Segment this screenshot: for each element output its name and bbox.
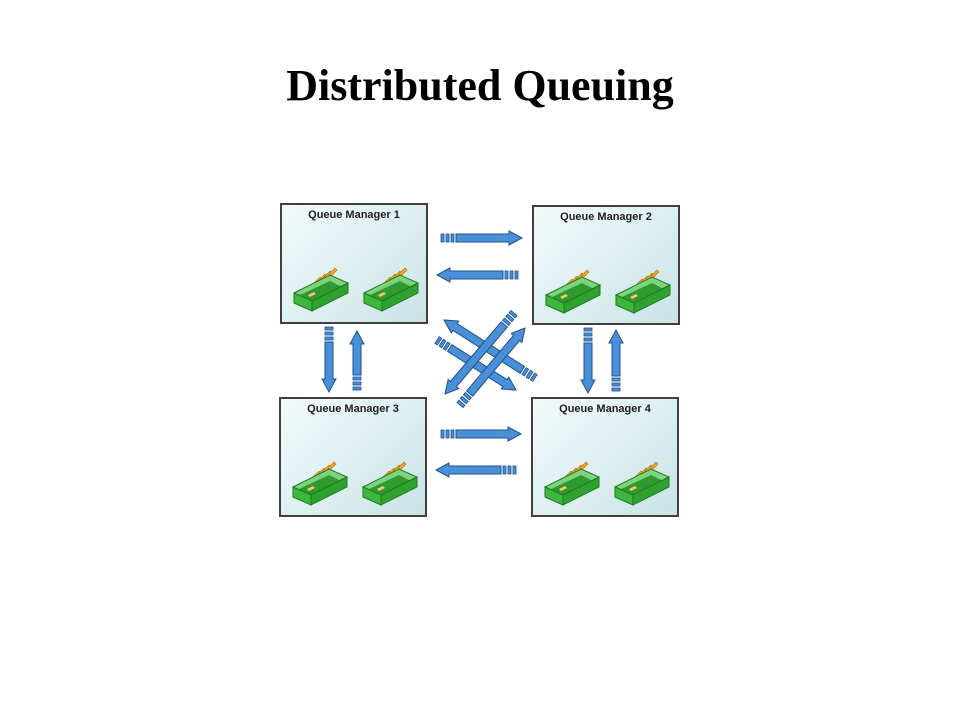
queue-icon bbox=[361, 461, 419, 506]
queue-manager-2: Queue Manager 2 bbox=[532, 205, 680, 325]
queue-pair bbox=[292, 267, 420, 312]
arrow-icon bbox=[321, 326, 337, 394]
queue-icon bbox=[362, 267, 420, 312]
queue-icon bbox=[291, 461, 349, 506]
arrow-icon bbox=[440, 230, 524, 246]
arrow-icon bbox=[434, 336, 517, 391]
queue-manager-4: Queue Manager 4 bbox=[531, 397, 679, 517]
queue-icon bbox=[292, 267, 350, 312]
queue-manager-label: Queue Manager 4 bbox=[559, 403, 651, 415]
queue-manager-1: Queue Manager 1 bbox=[280, 203, 428, 324]
queue-manager-label: Queue Manager 1 bbox=[308, 209, 400, 221]
arrow-icon bbox=[434, 462, 517, 478]
arrow-icon bbox=[444, 309, 518, 395]
queue-manager-label: Queue Manager 3 bbox=[307, 403, 399, 415]
arrow-icon bbox=[435, 267, 519, 283]
arrow-icon bbox=[608, 328, 624, 392]
arrow-icon bbox=[456, 327, 526, 409]
page-title: Distributed Queuing bbox=[286, 61, 674, 110]
queue-pair bbox=[543, 461, 671, 506]
queue-pair bbox=[544, 269, 672, 314]
arrow-icon bbox=[440, 426, 523, 442]
queue-icon bbox=[544, 269, 602, 314]
arrow-icon bbox=[580, 327, 596, 395]
queue-manager-label: Queue Manager 2 bbox=[560, 211, 652, 223]
queue-manager-3: Queue Manager 3 bbox=[279, 397, 427, 517]
queue-pair bbox=[291, 461, 419, 506]
queue-icon bbox=[543, 461, 601, 506]
arrow-icon bbox=[349, 329, 365, 391]
queue-icon bbox=[614, 269, 672, 314]
queue-icon bbox=[613, 461, 671, 506]
